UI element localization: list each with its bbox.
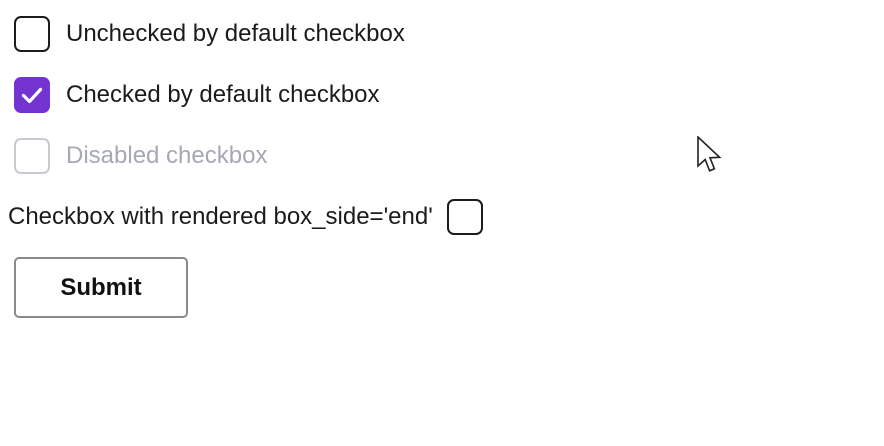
checkbox-checked-label[interactable]: Checked by default checkbox (66, 81, 380, 108)
checkbox-checked[interactable] (14, 77, 50, 113)
mouse-cursor-icon (697, 136, 722, 172)
checkbox-unchecked-label[interactable]: Unchecked by default checkbox (66, 20, 405, 47)
check-icon (21, 87, 43, 103)
checkbox-disabled (14, 138, 50, 174)
checkbox-disabled-label: Disabled checkbox (66, 142, 268, 169)
checkbox-row-checked: Checked by default checkbox (14, 76, 483, 114)
checkbox-row-disabled: Disabled checkbox (14, 137, 483, 175)
checkbox-row-box-end: Checkbox with rendered box_side='end' (8, 198, 483, 236)
checkbox-box-end-label[interactable]: Checkbox with rendered box_side='end' (8, 203, 433, 230)
checkbox-unchecked[interactable] (14, 16, 50, 52)
checkbox-form: Unchecked by default checkbox Checked by… (8, 15, 483, 259)
checkbox-row-unchecked: Unchecked by default checkbox (14, 15, 483, 53)
submit-button[interactable]: Submit (14, 257, 188, 318)
checkbox-box-end[interactable] (446, 199, 483, 235)
